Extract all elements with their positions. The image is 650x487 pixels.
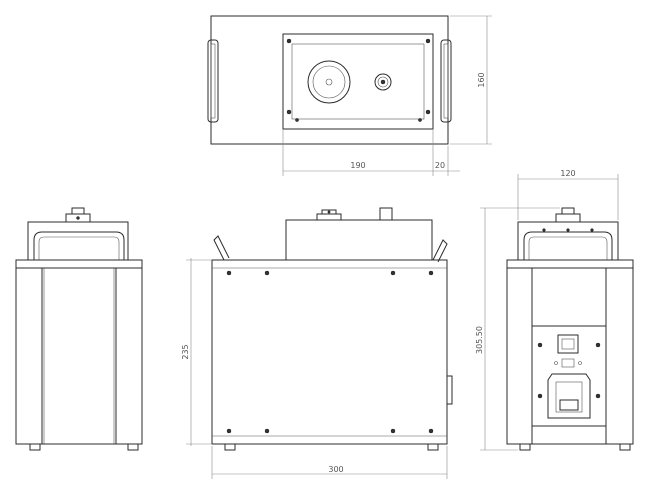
top-screw [425,38,431,44]
left-body [15,259,143,445]
top-pump-plate [282,33,434,130]
left-handle [33,231,125,260]
front-screw [264,270,270,276]
dim-total-height: 305.50 [475,207,560,451]
front-screw [390,428,396,434]
front-top-plate [285,219,433,261]
top-screw [286,109,292,115]
right-side-view: 120 305.50 [475,169,634,451]
dim-body-width: 300 [211,446,448,479]
top-right-handle [440,39,452,123]
top-screw [295,118,299,122]
front-foot [224,443,236,451]
top-left-handle [207,39,219,123]
dim-body-height-label: 235 [181,344,190,359]
dim-body-height: 235 [181,258,212,446]
front-side-connector [446,375,453,405]
top-knob [374,73,392,91]
right-foot [519,443,531,451]
front-body [211,259,448,445]
left-foot [127,443,139,451]
dim-top-depth: 160 [450,15,492,145]
top-screw [425,109,431,115]
right-pump-cap [555,207,581,223]
dim-right-width-label: 120 [560,169,575,178]
front-pump-cap [316,209,342,221]
front-screw [390,270,396,276]
front-screw [428,270,434,276]
left-foot [29,443,41,451]
front-handle-right [432,239,448,263]
right-handle [523,231,613,260]
front-handle-left [213,235,230,261]
right-body [506,259,634,445]
right-top-plate [517,221,619,261]
top-screw [286,38,292,44]
front-view: 235 300 [181,207,453,479]
dim-right-width: 120 [517,169,619,220]
top-view-outline [210,15,449,145]
front-knob [379,207,393,221]
left-pump-cap [65,207,91,223]
top-screw [418,118,422,122]
front-screw [264,428,270,434]
dim-top-width-label: 190 [350,161,365,170]
top-view: 160 190 20 [207,15,492,176]
dim-body-width-label: 300 [328,465,343,474]
dim-top-width: 190 20 [282,130,460,176]
front-foot [427,443,439,451]
right-rear-panel [531,325,607,427]
front-screw [226,428,232,434]
front-screw [428,428,434,434]
right-switch [557,334,579,354]
left-side-view [15,207,143,451]
top-pump-head [307,60,351,104]
dim-top-depth-label: 160 [477,72,486,87]
right-power-socket [547,373,591,419]
dim-total-height-label: 305.50 [475,326,484,354]
right-foot [619,443,631,451]
dim-top-offset-label: 20 [435,161,445,170]
front-screw [226,270,232,276]
left-top-plate [27,221,129,261]
